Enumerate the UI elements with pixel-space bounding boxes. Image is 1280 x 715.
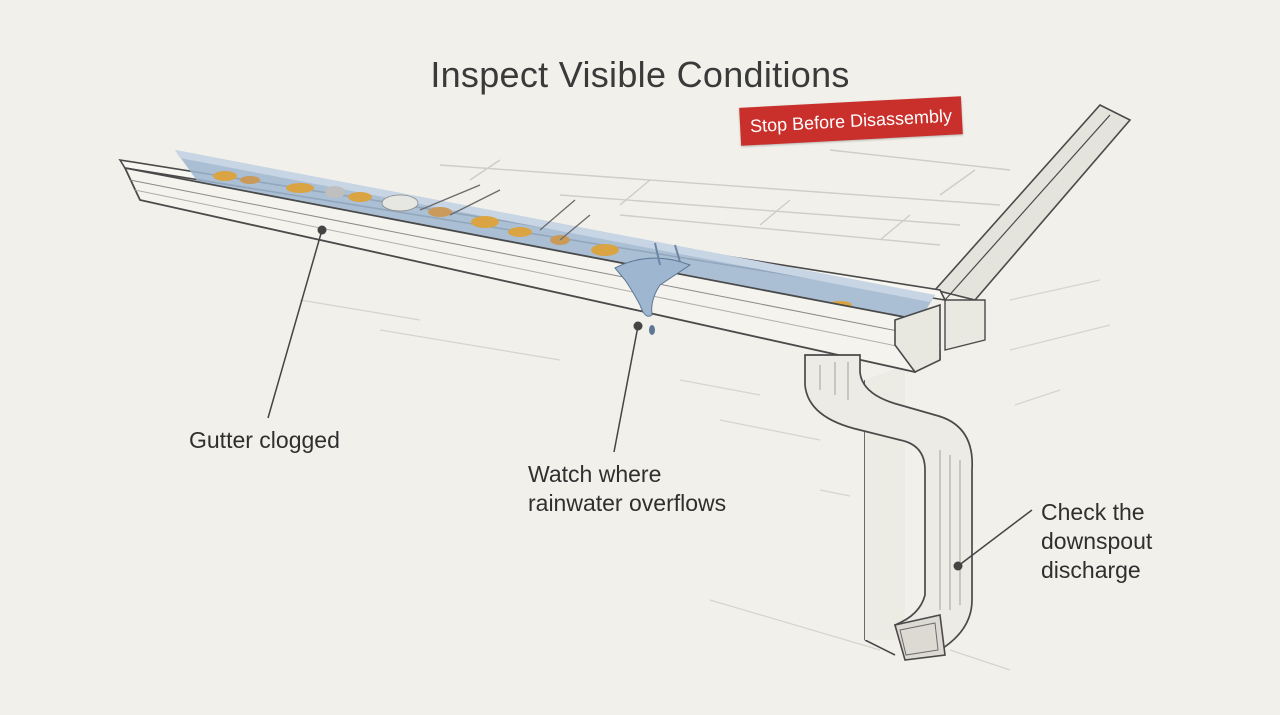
dot-overflow xyxy=(633,321,643,331)
overflow-drip xyxy=(614,242,692,335)
callout-dots xyxy=(317,225,963,571)
callout-leaders xyxy=(267,229,1033,567)
callout-downspout-line-1: Check the xyxy=(1041,499,1145,525)
page-title: Inspect Visible Conditions xyxy=(430,54,850,95)
right-roof-edge xyxy=(933,104,1132,351)
roof-shingles xyxy=(439,149,1011,246)
gutter-end-cap xyxy=(894,303,941,374)
dot-gutter xyxy=(317,225,327,235)
callout-gutter-text: Gutter clogged xyxy=(189,427,340,453)
callout-downspout-line-2: downspout xyxy=(1041,528,1153,554)
callout-downspout-discharge: Check the downspout discharge xyxy=(1041,498,1152,585)
downspout-outlet xyxy=(893,614,946,661)
callout-overflow-line-2: rainwater overflows xyxy=(528,490,727,516)
leader-downspout xyxy=(957,509,1033,567)
callout-gutter-clogged: Gutter clogged xyxy=(189,426,340,455)
gutter-water-highlight xyxy=(175,150,935,302)
leader-gutter xyxy=(267,229,323,419)
callout-rainwater-overflow: Watch where rainwater overflows xyxy=(528,460,726,518)
downspout-ridges xyxy=(819,362,961,610)
wall-hatching xyxy=(299,279,1111,671)
dot-downspout xyxy=(953,561,963,571)
leader-overflow xyxy=(613,325,639,453)
callout-downspout-line-3: discharge xyxy=(1041,557,1141,583)
callout-overflow-line-1: Watch where xyxy=(528,461,662,487)
